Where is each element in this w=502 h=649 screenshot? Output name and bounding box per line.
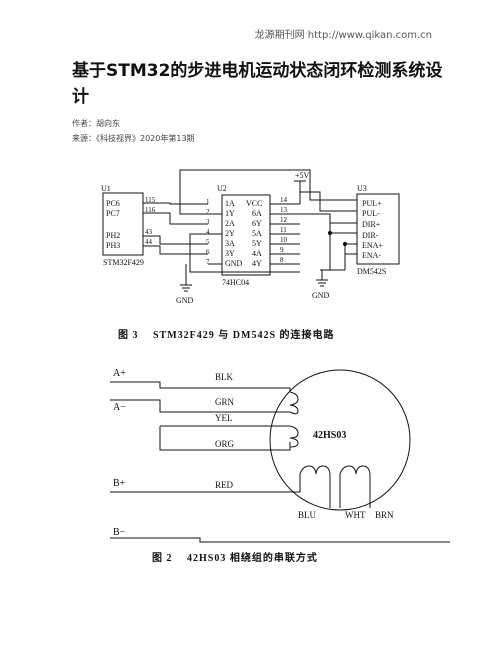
u1-pin-number: 44: [145, 238, 153, 246]
u2-pin-name: 3A: [225, 239, 235, 248]
u1-chip-body: [102, 192, 144, 256]
u2-pin-number: 2: [206, 208, 210, 216]
journal-source-header: 龙源期刊网 http://www.qikan.com.cn: [254, 30, 432, 41]
u3-pin-name: ENA-: [362, 251, 381, 260]
terminal-label: A−: [113, 402, 126, 413]
u2-pin-number: 7: [206, 258, 210, 266]
wire-color-label: ORG: [215, 439, 235, 449]
article-title: 基于STM32的步进电机运动状态闭环检测系统设计: [72, 61, 443, 107]
u3-pin-name: PUL+: [362, 199, 382, 208]
u1-pin-number: 116: [145, 206, 156, 214]
u1-pin-number: 115: [145, 196, 156, 204]
wire-color-label: YEL: [215, 413, 233, 423]
u2-pin-name: 1Y: [225, 209, 235, 218]
terminal-label: B−: [113, 527, 126, 538]
supply-label: +5V: [295, 171, 310, 180]
wire-color-label: WHT: [345, 510, 366, 520]
u2-pin-name: 2Y: [225, 229, 235, 238]
u2-pin-number: 3: [206, 218, 210, 226]
u2-pin-name: 6Y: [252, 219, 262, 228]
u2-pin-number: 8: [280, 256, 284, 264]
u1-pin-name: PC6: [106, 199, 120, 208]
wire-color-label: BLK: [215, 372, 234, 382]
terminal-label: B+: [113, 478, 126, 489]
wire-color-label: GRN: [215, 397, 235, 407]
u2-pin-number: 9: [280, 246, 284, 254]
u2-pin-name: 5A: [252, 229, 262, 238]
u1-pin-name: PH3: [106, 241, 120, 250]
u2-pin-number: 5: [206, 238, 210, 246]
u1-part-name: STM32F429: [103, 258, 144, 267]
u1-pin-number: 43: [145, 228, 153, 236]
u3-chip-body: [356, 193, 400, 265]
u2-pin-number: 6: [206, 248, 210, 256]
motor-label: 42HS03: [313, 430, 346, 441]
wire-color-label: BLU: [298, 510, 317, 520]
u3-part-name: DM542S: [357, 267, 386, 276]
article-source: 来源：《科技视界》2020年第13期: [72, 134, 195, 143]
article-author: 作者：胡向东: [72, 119, 120, 128]
u2-pin-number: 12: [280, 216, 288, 224]
terminal-label: A+: [113, 368, 126, 379]
u2-pin-name: VCC: [246, 199, 262, 208]
wire-color-label: RED: [215, 480, 234, 490]
u2-pin-number: 10: [280, 236, 288, 244]
u2-pin-name: GND: [225, 259, 243, 268]
u3-pin-name: DIR-: [362, 231, 379, 240]
u3-ref: U3: [357, 184, 367, 193]
figure-2-caption: 图 2 42HS03 相绕组的串联方式: [152, 553, 318, 564]
u2-pin-name: 2A: [225, 219, 235, 228]
u1-pin-name: PH2: [106, 231, 120, 240]
u2-pin-number: 14: [280, 196, 288, 204]
u1-pin-name: PC7: [106, 209, 120, 218]
u3-pin-name: ENA+: [362, 241, 383, 250]
winding-wires: [110, 381, 450, 543]
u2-pin-number: 11: [280, 226, 287, 234]
circuit-wires: [143, 169, 357, 292]
u2-pin-number: 4: [206, 228, 210, 236]
u3-pin-name: DIR+: [362, 220, 381, 229]
u2-part-name: 74HC04: [222, 278, 249, 287]
u2-pin-name: 5Y: [252, 239, 262, 248]
motor-housing: [269, 369, 411, 511]
u2-pin-name: 6A: [252, 209, 262, 218]
gnd-label: GND: [176, 296, 194, 305]
figure-3-caption: 图 3 STM32F429 与 DM542S 的连接电路: [118, 330, 335, 341]
u2-pin-name: 1A: [225, 199, 235, 208]
wire-color-label: BRN: [375, 510, 394, 520]
u2-pin-number: 1: [206, 198, 210, 206]
u2-ref: U2: [217, 184, 227, 193]
figure-3-connection-circuit: U1 PC6 PC7 PH2 PH3 115 116 43 44 STM32F4…: [101, 169, 400, 305]
u2-pin-name: 4A: [252, 249, 262, 258]
u2-pin-name: 3Y: [225, 249, 235, 258]
u2-pin-number: 13: [280, 206, 288, 214]
u2-pin-name: 4Y: [252, 259, 262, 268]
figure-2-winding-diagram: A+ A− B+ B− 42HS03: [110, 368, 450, 543]
gnd-label: GND: [312, 291, 330, 300]
u3-pin-name: PUL-: [362, 209, 380, 218]
u1-ref: U1: [101, 184, 111, 193]
u2-chip-body: [221, 194, 271, 276]
